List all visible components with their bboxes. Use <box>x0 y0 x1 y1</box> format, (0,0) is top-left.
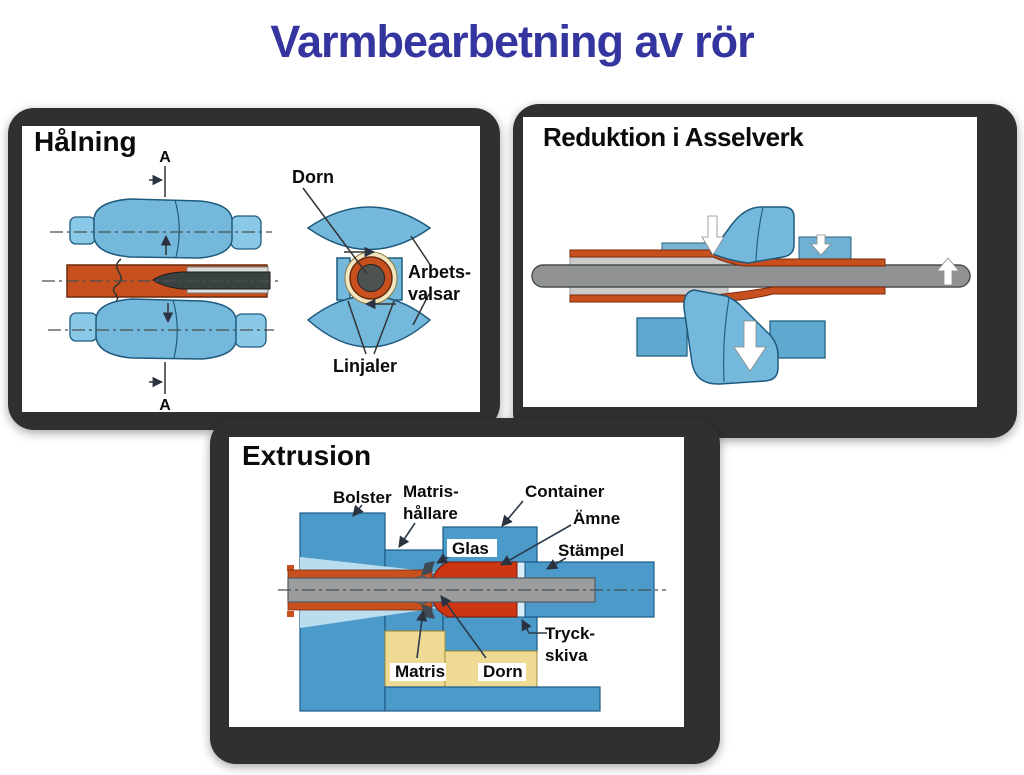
bottom-roll-seam <box>172 299 178 359</box>
bottom-cone-divider <box>722 297 730 383</box>
section-a-top-label: A <box>159 149 171 166</box>
force-arrows <box>701 215 960 372</box>
arbetsvalsar-label-line1: Arbets- <box>408 262 471 282</box>
press-blocks <box>299 512 655 712</box>
bolster-label: Bolster <box>333 488 392 507</box>
bottom-roll-barrel <box>95 298 237 360</box>
glas-pointer <box>436 553 451 564</box>
arbetsvalsar-pointer-top <box>410 235 432 267</box>
cross-section-view: Dorn Arbets- valsar Linjaler <box>292 167 471 376</box>
glas-label-bg <box>447 539 497 557</box>
panel-asselverk: Reduktion i Asselverk <box>513 104 1017 438</box>
halning-heading: Hålning <box>34 126 137 157</box>
top-roll-left-journal <box>69 216 96 245</box>
asselverk-top-roll <box>709 206 795 264</box>
bottom-blue-strip <box>384 686 601 712</box>
bottom-roll-left-journal <box>69 312 98 342</box>
bolster-pointer <box>352 504 364 517</box>
work-roll-top-lens <box>306 206 432 251</box>
panel-halning: A A <box>8 108 500 430</box>
billet-side-view <box>66 258 271 304</box>
asselverk-bottom-roll <box>636 289 826 385</box>
stampel-pointer <box>546 557 567 570</box>
matris-pointer <box>416 609 428 659</box>
down-arrow-main <box>701 215 725 256</box>
break-squiggle <box>112 258 123 304</box>
bottom-roll <box>69 298 267 360</box>
tube-wall-bottom <box>287 601 433 611</box>
matrishallare-pointer <box>398 522 416 548</box>
funnel-wedge-bottom <box>300 607 444 628</box>
tryckskiva-pointer <box>521 619 547 634</box>
asselverk-diagram <box>531 206 971 385</box>
matrishallare-label-line1: Matris- <box>403 482 459 501</box>
glas-label: Glas <box>452 539 489 558</box>
mandrel-bar <box>531 264 971 288</box>
top-roll-seam <box>174 199 180 258</box>
linjaler-label: Linjaler <box>333 356 397 376</box>
top-cone-divider <box>755 206 764 262</box>
glas-pad-top <box>421 561 435 576</box>
top-cone-roll <box>709 206 795 264</box>
panel-extrusion-content: Bolster Matris- hållare Container Ämne G… <box>229 437 684 727</box>
dorn-core <box>357 264 385 292</box>
asselverk-heading: Reduktion i Asselverk <box>543 122 804 152</box>
section-marker-bottom: A <box>149 362 171 412</box>
linjaler-pointer-left <box>347 300 367 355</box>
matris-label: Matris <box>395 662 445 681</box>
arbetsvalsar-label-line2: valsar <box>408 284 460 304</box>
panel-asselverk-content: Reduktion i Asselverk <box>523 117 977 407</box>
extrusion-labels: Bolster Matris- hållare Container Ämne G… <box>333 482 624 681</box>
arbetsvalsar-pointer-bottom <box>412 293 430 326</box>
section-a-bottom-label: A <box>159 397 171 412</box>
tube-wall-top <box>287 569 433 579</box>
halning-diagram: A A <box>42 149 471 412</box>
matrishallare-label-line2: hållare <box>403 504 458 523</box>
matris-label-bg <box>390 663 446 681</box>
dorn-label-bg <box>478 663 526 681</box>
container-label: Container <box>525 482 605 501</box>
tube-flange-bottom <box>287 611 294 617</box>
linjaler-pointer-right <box>373 300 395 355</box>
centerlines <box>42 231 280 331</box>
bottom-roll-left-shaft <box>636 317 688 357</box>
tryckskiva-label-line2: skiva <box>545 646 588 665</box>
top-roll <box>69 198 262 259</box>
tube-flange-top <box>287 565 294 571</box>
stampel-label: Stämpel <box>558 541 624 560</box>
up-arrow-mandrel <box>936 257 960 286</box>
panel-extrusion: Bolster Matris- hållare Container Ämne G… <box>210 418 720 764</box>
dorn-label: Dorn <box>483 662 523 681</box>
top-roll-barrel <box>93 198 233 259</box>
bottom-roll-right-shaft <box>769 320 826 359</box>
panel-halning-content: A A <box>22 126 480 412</box>
dorn-pointer-line <box>302 187 368 275</box>
down-arrow-bottom-roll <box>733 320 767 372</box>
extrusion-heading: Extrusion <box>242 440 372 471</box>
amne-pointer <box>500 524 572 566</box>
section-marker-top: A <box>149 149 171 197</box>
work-roll-bottom-lens <box>306 295 432 348</box>
page-title: Varmbearbetning av rör <box>270 16 754 67</box>
extrusion-diagram: Bolster Matris- hållare Container Ämne G… <box>278 482 666 712</box>
down-arrow-small <box>810 234 832 256</box>
dorn-pointer <box>440 595 487 659</box>
container-pointer <box>501 500 524 527</box>
tryckskiva-label-line1: Tryck- <box>545 624 595 643</box>
dorn-label: Dorn <box>292 167 334 187</box>
bottom-cone-roll <box>683 289 779 385</box>
funnel-wedge-top <box>300 557 444 573</box>
amne-label: Ämne <box>573 509 620 528</box>
